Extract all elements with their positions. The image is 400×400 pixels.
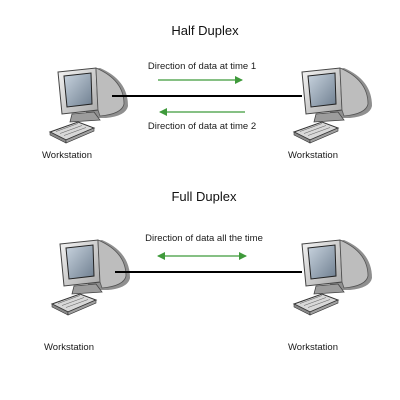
half-duplex-title: Half Duplex [171,23,239,38]
full-duplex-left-workstation-icon [51,239,131,316]
full-duplex-right-workstation-icon [293,239,373,316]
full-duplex-arrow-label: Direction of data all the time [145,233,263,244]
half-duplex-arrow-top-label: Direction of data at time 1 [148,61,256,72]
half-duplex-right-workstation-icon [293,67,373,144]
half-duplex-left-workstation-icon [49,67,129,144]
half-duplex-right-label: Workstation [288,150,338,161]
full-duplex-title: Full Duplex [171,189,237,204]
full-duplex-right-label: Workstation [288,342,338,353]
half-duplex-arrow-bottom-label: Direction of data at time 2 [148,121,256,132]
half-duplex-left-label: Workstation [42,150,92,161]
full-duplex-left-label: Workstation [44,342,94,353]
